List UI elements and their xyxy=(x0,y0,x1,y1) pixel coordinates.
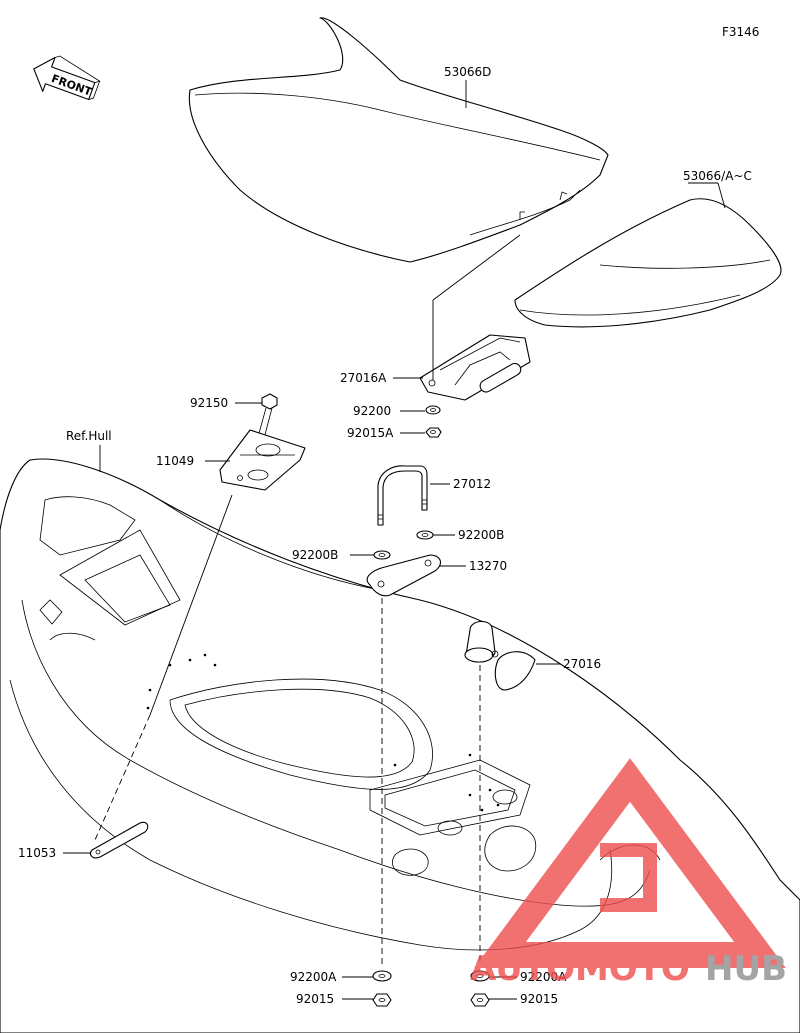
leader-lines xyxy=(63,80,726,1000)
washer-92200b-right xyxy=(416,530,434,540)
front-arrow-icon: FRONT xyxy=(33,55,101,101)
watermark-logo: AUTOMOTO HUB xyxy=(470,758,787,989)
part-label: 11053 xyxy=(18,846,56,860)
part-label: 92150 xyxy=(190,396,228,410)
part-label: 13270 xyxy=(469,559,507,573)
washer-92200a-left xyxy=(372,970,392,982)
latch-bracket xyxy=(419,334,531,401)
rear-seat xyxy=(514,198,782,328)
nut-92015-left xyxy=(372,993,392,1007)
part-label: 92200B xyxy=(458,528,504,542)
part-label: 11049 xyxy=(156,454,194,468)
part-label: 53066/A~C xyxy=(683,169,752,183)
front-seat xyxy=(188,17,609,263)
part-label: 27016A xyxy=(340,371,387,385)
nut-92015A xyxy=(425,427,442,438)
part-label: 92015 xyxy=(296,992,334,1006)
plate-13270 xyxy=(366,554,441,597)
part-label: 92200 xyxy=(353,404,391,418)
watermark-text-auto: AUTOMOTO xyxy=(470,949,690,989)
part-label: 92200A xyxy=(520,970,567,984)
part-label: 92200A xyxy=(290,970,337,984)
washer-92200b-left xyxy=(373,550,391,560)
diagram-code: F3146 xyxy=(722,25,759,39)
washer-92200a-right xyxy=(470,970,490,982)
u-bolt-27012 xyxy=(377,465,428,526)
plate-11049 xyxy=(219,429,306,491)
washer-92200 xyxy=(425,405,441,415)
ref-hull-label: Ref.Hull xyxy=(66,429,112,443)
part-label: 27012 xyxy=(453,477,491,491)
part-label: 92015 xyxy=(520,992,558,1006)
part-label: 53066D xyxy=(444,65,491,79)
strap-11053 xyxy=(89,821,149,859)
watermark-text-hub: HUB xyxy=(705,949,787,989)
part-label: 27016 xyxy=(563,657,601,671)
part-label: 92015A xyxy=(347,426,394,440)
catch-27016 xyxy=(464,620,536,691)
nut-92015-right xyxy=(470,993,490,1007)
part-label: 92200B xyxy=(292,548,338,562)
